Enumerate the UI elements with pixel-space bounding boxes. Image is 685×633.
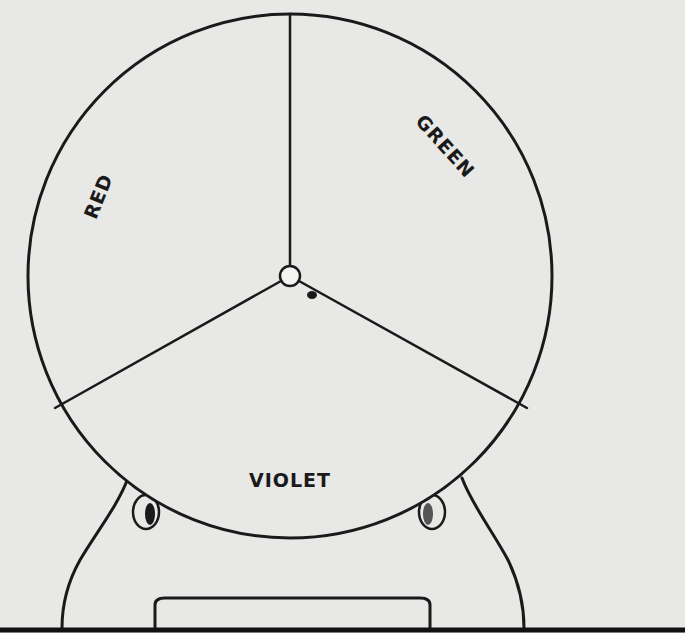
sector-divider (289, 14, 292, 266)
colour-disc (28, 14, 552, 538)
right-knob-shade (423, 503, 433, 525)
sector-divider (55, 281, 281, 408)
left-knob-shade (145, 503, 155, 525)
stand-right-side (462, 478, 524, 628)
ground-line (0, 628, 685, 633)
stand-left-side (62, 478, 128, 628)
sector-divider (299, 281, 527, 408)
pin (307, 291, 317, 299)
disc-hub (280, 266, 300, 286)
base-plate (155, 598, 430, 628)
sector-label: VIOLET (249, 469, 331, 491)
